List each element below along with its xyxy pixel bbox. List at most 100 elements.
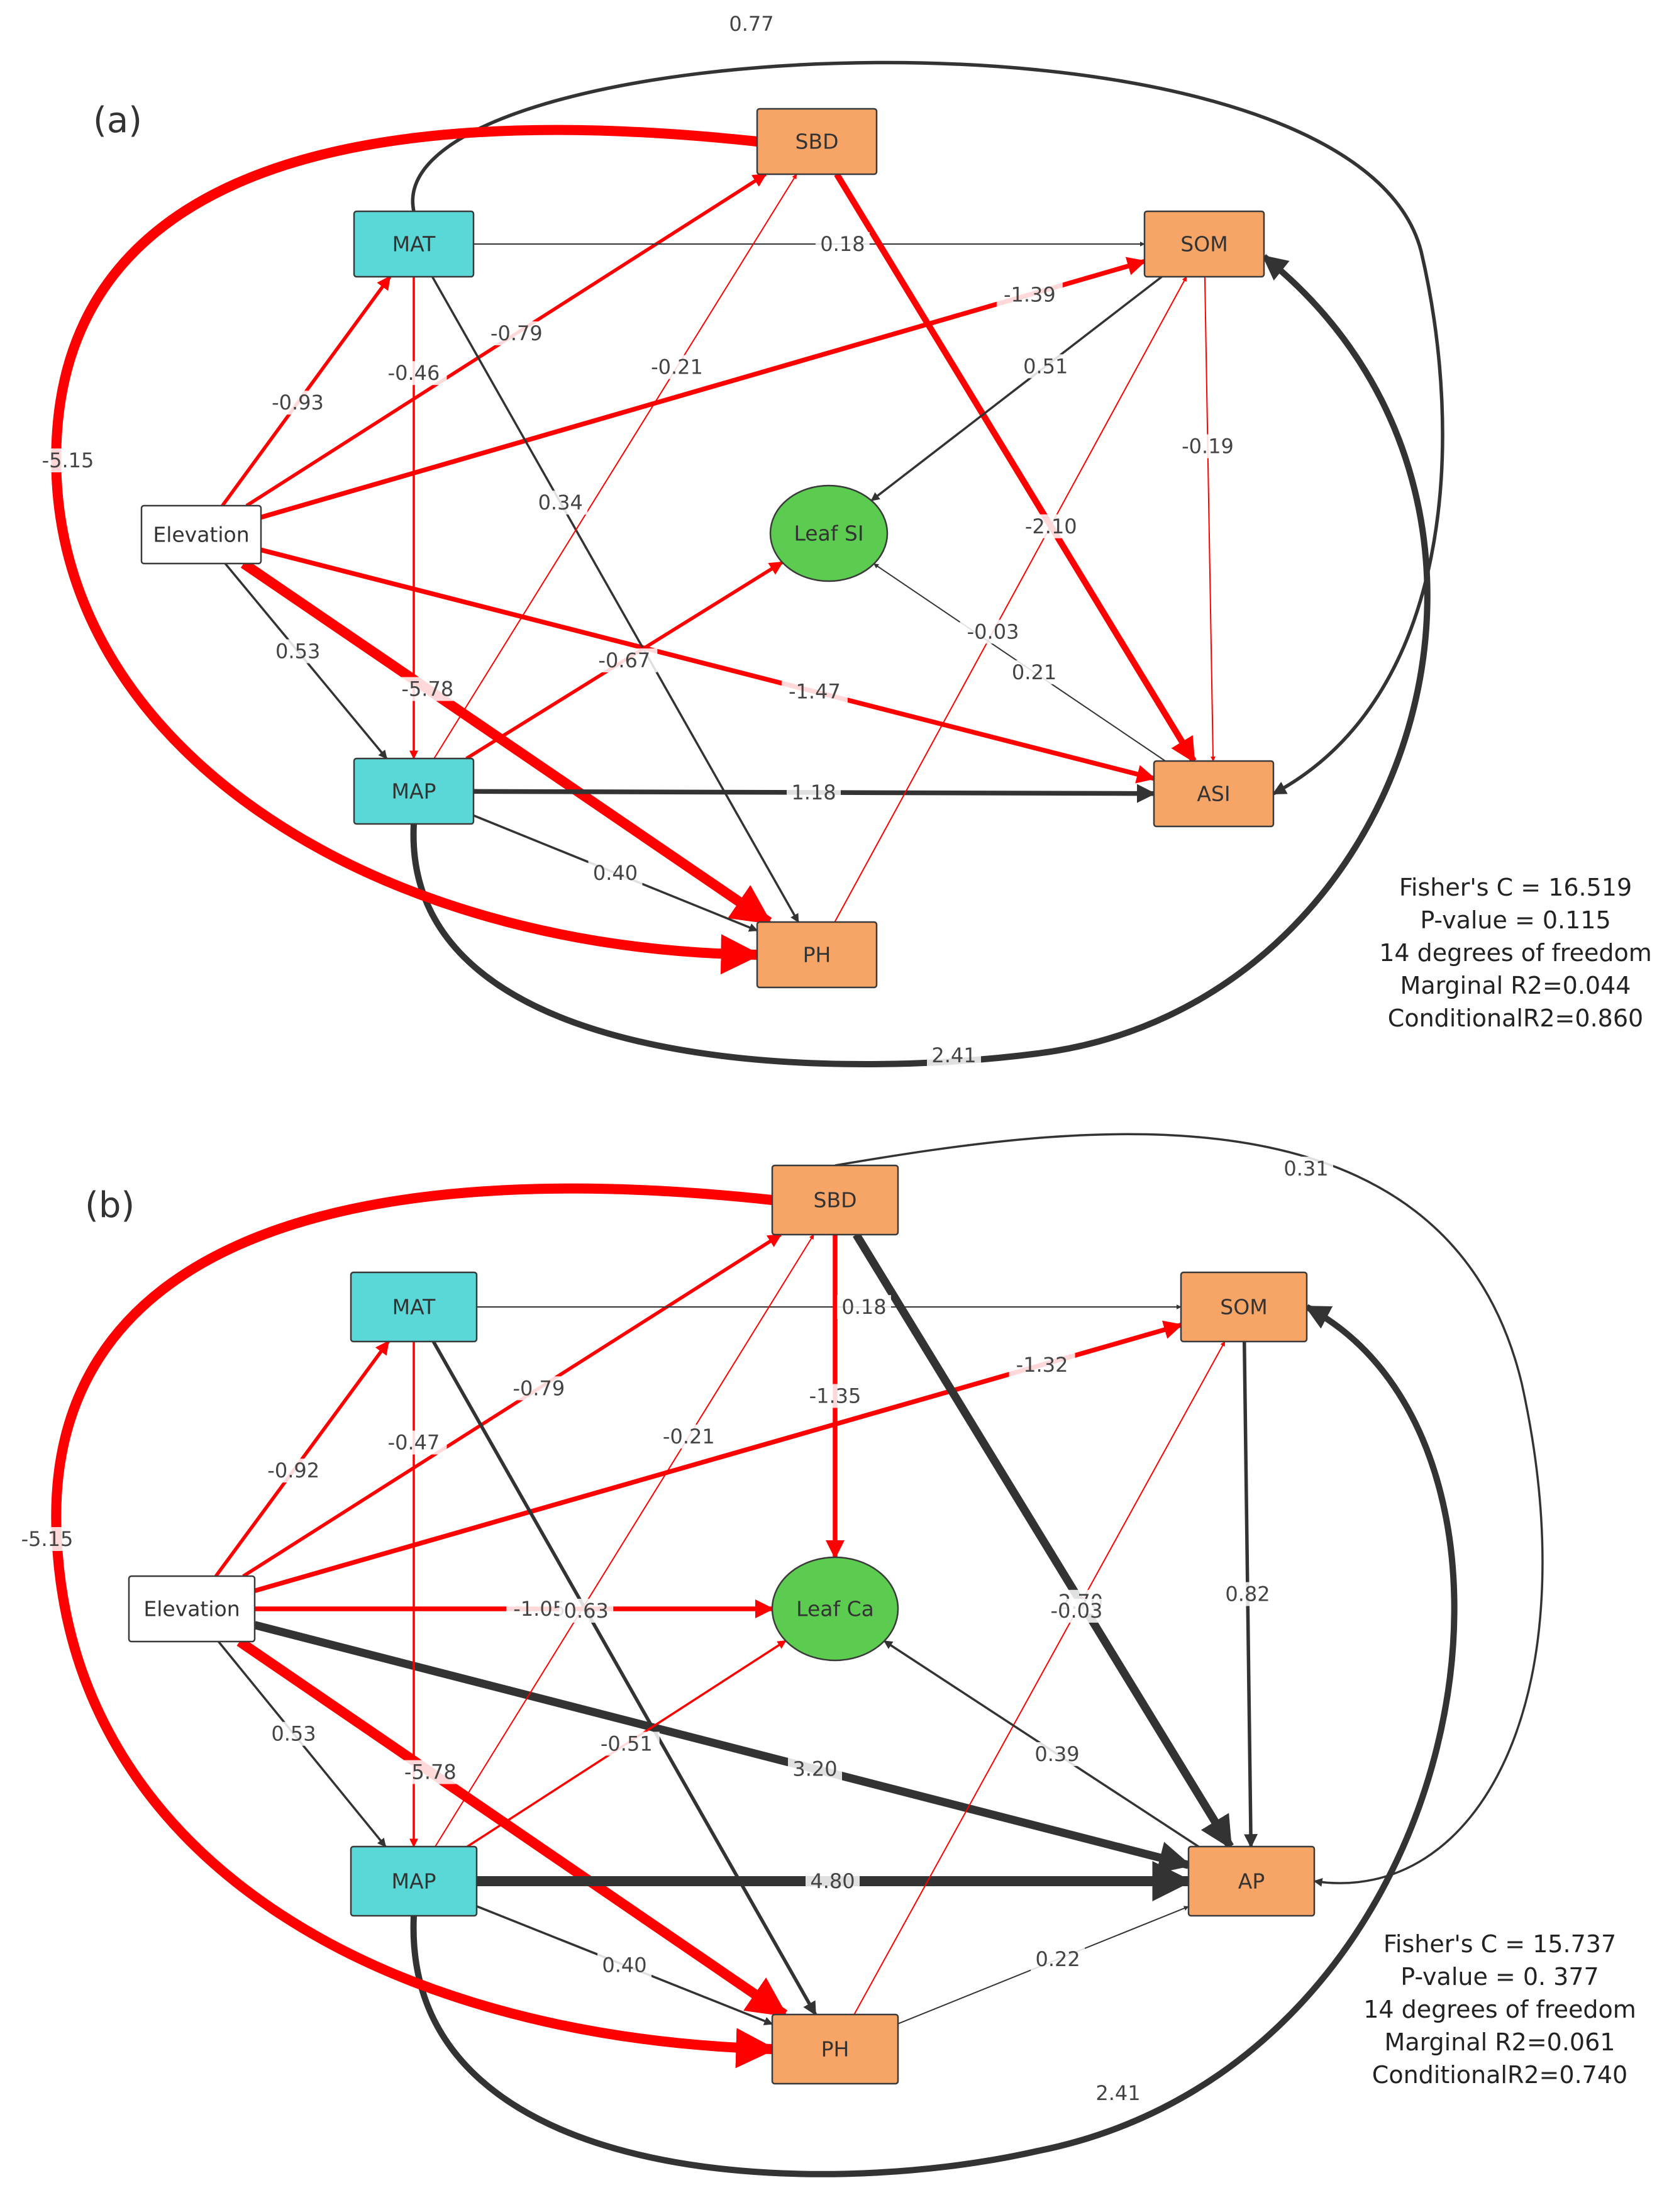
- node-asi-a: ASI: [1153, 760, 1275, 828]
- coefficient-label-sbd-to-leaf-ca-b: -1.35: [802, 1384, 868, 1408]
- coefficient-label-map-to-leaf-ca-b: -0.51: [593, 1731, 660, 1756]
- node-som-a: SOM: [1143, 210, 1265, 278]
- coefficient-label-map-to-sbd-a: -0.21: [643, 355, 710, 379]
- svg-text:MAP: MAP: [392, 779, 436, 804]
- node-elevation-b: Elevation: [128, 1575, 256, 1643]
- node-leaf-ca-b: Leaf Ca: [771, 1556, 899, 1662]
- path-mat-to-asi-a: [411, 60, 1444, 796]
- node-mat-b: MAT: [350, 1271, 478, 1343]
- svg-text:PH: PH: [821, 2037, 850, 2062]
- coefficient-label-mat-to-map-a: -0.46: [380, 361, 447, 386]
- node-ph-b: PH: [771, 2013, 899, 2085]
- coefficient-label-sbd-to-ap-b: 0.31: [1279, 1157, 1333, 1181]
- svg-text:0.63: 0.63: [564, 1599, 609, 1623]
- path-map-to-som-b: [410, 1304, 1458, 2177]
- svg-text:Leaf Ca: Leaf Ca: [796, 1597, 874, 1621]
- svg-text:0.21: 0.21: [1012, 660, 1056, 684]
- svg-text:-0.03: -0.03: [967, 620, 1019, 643]
- coefficient-label-sbd-to-asi-a: -2.10: [1017, 514, 1084, 538]
- path-map-to-som-a: [410, 254, 1431, 1067]
- coefficient-label-mat-to-ph-b: 0.63: [559, 1599, 614, 1623]
- svg-text:-5.15: -5.15: [42, 448, 94, 472]
- svg-text:0.18: 0.18: [820, 232, 865, 256]
- coefficient-label-map-to-sbd-b: -0.21: [655, 1425, 722, 1449]
- svg-text:-0.92: -0.92: [267, 1459, 319, 1482]
- svg-text:1.18: 1.18: [791, 781, 836, 804]
- coefficient-label-map-to-ph-b: 0.40: [597, 1953, 651, 1977]
- svg-text:-1.39: -1.39: [1004, 282, 1056, 306]
- path-sbd-to-asi-a: [834, 172, 1197, 764]
- coefficient-label-ph-to-som-a: -0.03: [960, 620, 1026, 644]
- coefficient-label-elevation-to-ap-b: 3.20: [788, 1757, 842, 1781]
- svg-text:-0.19: -0.19: [1182, 435, 1234, 459]
- coefficient-label-map-to-som-b: 2.41: [1091, 2081, 1145, 2105]
- svg-text:-0.21: -0.21: [651, 355, 703, 379]
- svg-text:-0.46: -0.46: [388, 361, 440, 385]
- node-ap-b: AP: [1187, 1845, 1316, 1917]
- svg-text:Elevation: Elevation: [153, 523, 249, 547]
- svg-text:0.53: 0.53: [271, 1722, 316, 1746]
- svg-text:2.41: 2.41: [931, 1043, 976, 1067]
- svg-text:MAT: MAT: [392, 232, 436, 257]
- svg-text:0.40: 0.40: [602, 1954, 646, 1977]
- path-elevation-to-ph-a: [240, 559, 773, 926]
- path-ph-to-som-a: [834, 276, 1187, 923]
- conditional-r2-a: ConditionalR2=0.860: [1387, 1004, 1644, 1032]
- svg-text:SOM: SOM: [1180, 232, 1228, 257]
- node-map-b: MAP: [350, 1845, 478, 1917]
- svg-text:-0.79: -0.79: [513, 1376, 565, 1400]
- svg-text:SOM: SOM: [1220, 1295, 1267, 1320]
- svg-text:0.51: 0.51: [1023, 354, 1068, 378]
- coefficient-label-elevation-to-mat-a: -0.93: [264, 391, 331, 415]
- coefficient-label-elevation-to-sbd-a: -0.79: [483, 321, 550, 345]
- fisher-c-a: Fisher's C = 16.519: [1399, 874, 1632, 901]
- conditional-r2-b: ConditionalR2=0.740: [1372, 2061, 1628, 2089]
- svg-text:SBD: SBD: [795, 130, 839, 154]
- svg-text:Elevation: Elevation: [143, 1597, 240, 1621]
- svg-text:-2.10: -2.10: [1025, 514, 1077, 538]
- coefficient-label-map-to-som-a: 2.41: [927, 1043, 981, 1067]
- path-sbd-to-ap-b: [853, 1232, 1234, 1850]
- svg-text:0.39: 0.39: [1034, 1742, 1079, 1766]
- svg-text:-1.35: -1.35: [809, 1384, 862, 1408]
- coefficient-label-mat-to-som-b: 0.18: [837, 1295, 891, 1319]
- svg-text:-1.05: -1.05: [513, 1597, 565, 1621]
- svg-text:-0.67: -0.67: [598, 648, 650, 672]
- svg-text:SBD: SBD: [814, 1188, 857, 1213]
- coefficient-label-sbd-to-ph-b: -5.15: [14, 1527, 80, 1551]
- coefficient-label-elevation-to-ph-b: -5.78: [397, 1760, 463, 1784]
- coefficient-label-elevation-to-som-b: -1.32: [1009, 1353, 1075, 1377]
- coefficient-label-elevation-to-map-a: 0.53: [270, 639, 325, 664]
- svg-text:MAP: MAP: [392, 1869, 436, 1894]
- svg-text:-0.79: -0.79: [491, 321, 543, 345]
- svg-text:0.18: 0.18: [841, 1295, 886, 1319]
- svg-text:2.41: 2.41: [1095, 2081, 1140, 2105]
- coefficient-label-som-to-ap-b: 0.82: [1221, 1582, 1275, 1606]
- svg-text:0.34: 0.34: [538, 491, 583, 514]
- svg-text:-5.78: -5.78: [401, 677, 453, 701]
- node-som-b: SOM: [1180, 1271, 1308, 1343]
- coefficient-label-elevation-to-asi-a: -1.47: [781, 679, 848, 704]
- path-elevation-to-sbd-b: [242, 1233, 782, 1578]
- svg-text:-0.47: -0.47: [388, 1431, 440, 1455]
- path-ph-to-som-b: [853, 1341, 1226, 2015]
- svg-text:-0.51: -0.51: [601, 1731, 653, 1755]
- svg-text:-0.03: -0.03: [1051, 1599, 1103, 1623]
- svg-text:-0.21: -0.21: [663, 1425, 715, 1448]
- svg-text:0.31: 0.31: [1283, 1157, 1328, 1181]
- model-fit-statistics-a: Fisher's C = 16.519 P-value = 0.115 14 d…: [1371, 871, 1660, 1035]
- coefficient-label-map-to-leaf-si-a: -0.67: [591, 648, 658, 672]
- node-sbd-a: SBD: [756, 108, 878, 175]
- coefficient-label-elevation-to-som-a: -1.39: [996, 282, 1063, 307]
- marginal-r2-a: Marginal R2=0.044: [1400, 972, 1631, 999]
- path-sbd-to-ap-b: [834, 1133, 1544, 1887]
- svg-text:0.82: 0.82: [1225, 1582, 1270, 1606]
- svg-text:-5.78: -5.78: [404, 1760, 457, 1784]
- coefficient-label-ph-to-ap-b: 0.22: [1031, 1947, 1085, 1972]
- degrees-of-freedom-a: 14 degrees of freedom: [1379, 939, 1652, 967]
- coefficient-label-mat-to-som-a: 0.18: [815, 232, 870, 256]
- coefficient-label-ph-to-som-b: -0.03: [1043, 1599, 1110, 1623]
- coefficient-label-asi-to-leaf-si-a: 0.21: [1007, 660, 1061, 684]
- coefficient-label-elevation-to-sbd-b: -0.79: [506, 1376, 572, 1401]
